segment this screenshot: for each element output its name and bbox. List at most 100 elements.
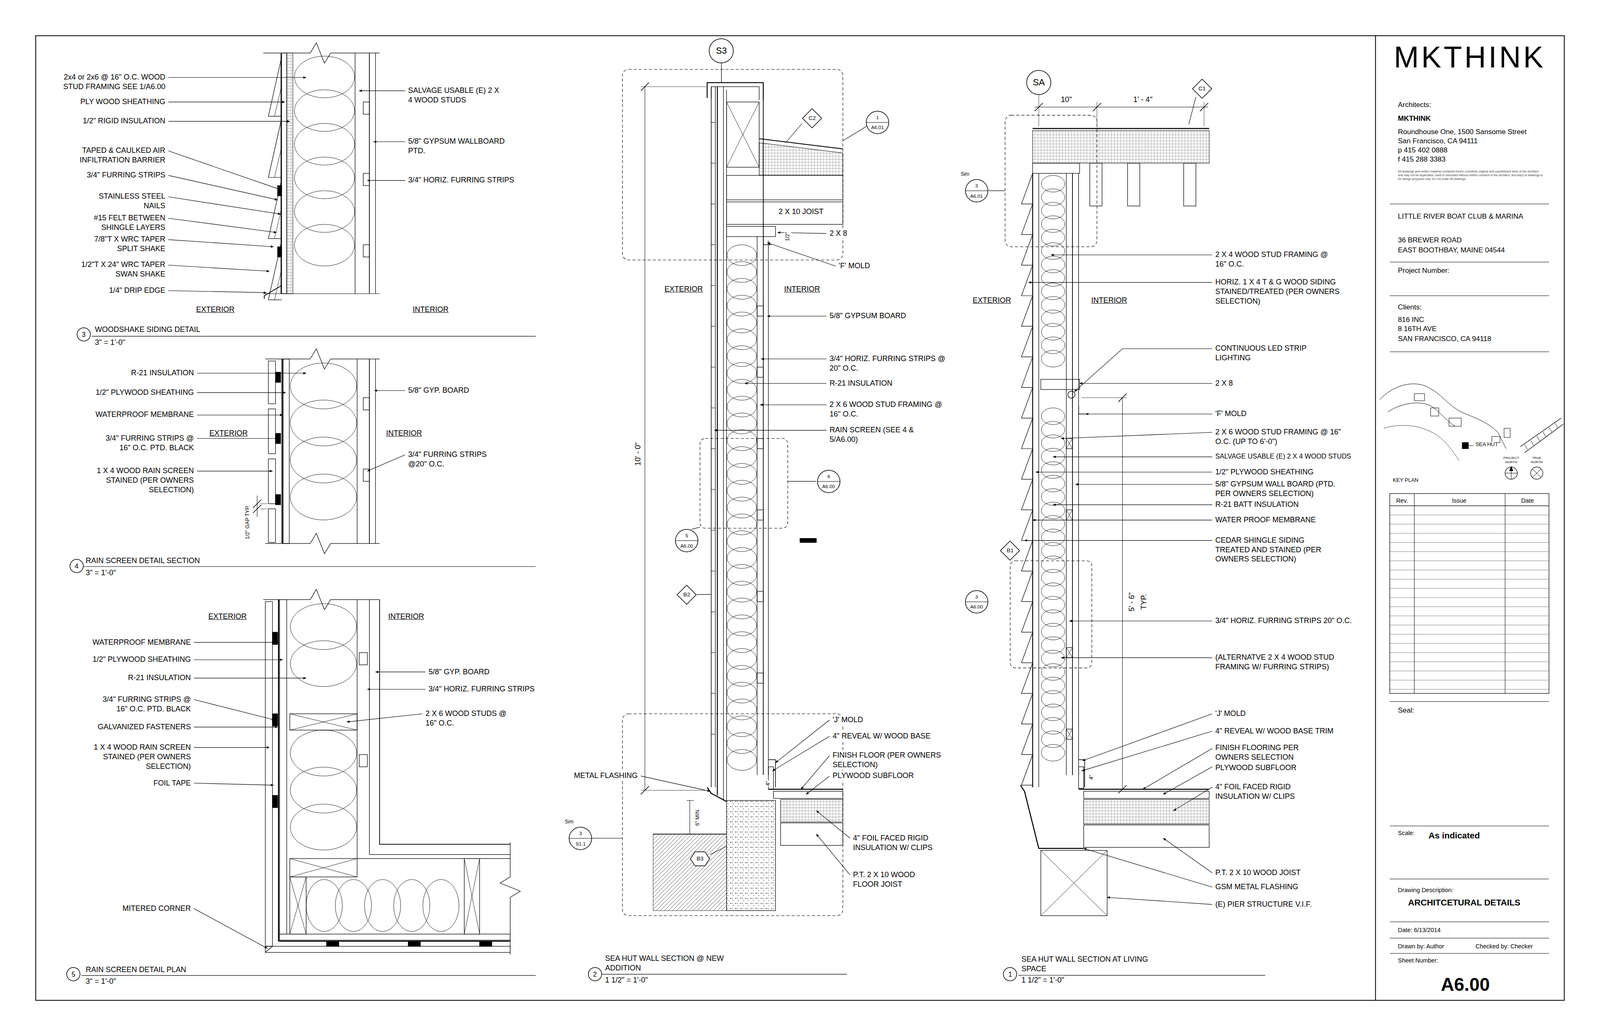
leader-line <box>1142 748 1213 790</box>
annotation-label: EXTERIOR <box>664 284 703 295</box>
drawing-line <box>715 86 716 788</box>
insulation-batt <box>1041 515 1065 533</box>
detail-number-circle: 2 <box>587 967 603 982</box>
drawing-line <box>711 530 716 531</box>
drawing-line <box>355 52 356 294</box>
callout-text: A6.00 <box>965 602 989 612</box>
annotation-label: TAPED & CAULKED AIR INFILTRATION BARRIER <box>71 145 165 165</box>
drawing-line <box>723 86 724 801</box>
callout-text: Sim <box>564 819 574 825</box>
annotation-label: Sheet Number: <box>1397 957 1439 965</box>
callout-outline <box>817 470 841 494</box>
callout-shape <box>66 967 80 982</box>
blocking-rect <box>1040 850 1108 917</box>
drawing-line <box>602 974 848 975</box>
drawing-line <box>1390 652 1550 653</box>
leader-line <box>193 678 306 679</box>
leader-line <box>168 175 278 200</box>
insulation-batt <box>1041 435 1065 452</box>
callout-text: B1 <box>1000 540 1020 561</box>
annotation-label: 3/4" FURRING STRIPS @20" O.C. <box>408 450 507 470</box>
insulation-batt <box>727 278 757 300</box>
insulation-batt <box>294 123 355 165</box>
leader-line <box>761 358 827 360</box>
leader-line <box>714 430 827 431</box>
leader-line <box>168 101 285 103</box>
drawing-line <box>1520 418 1562 448</box>
annotation-label: R-21 INSULATION <box>127 673 191 683</box>
detail-tag-diamond: B2 <box>676 585 697 605</box>
drawing-line <box>1390 701 1550 703</box>
annotation-label: #15 FELT BETWEEN SHINGLE LAYERS <box>79 213 166 233</box>
annotation-label: 2 X 6 WOOD STUD FRAMING @ 16" O.C. (UP T… <box>1215 427 1343 447</box>
annotation-label: 1/2" PLYWOOD SHEATHING <box>1215 467 1314 478</box>
north-arrow <box>1509 466 1514 472</box>
drawing-rect <box>275 372 281 383</box>
annotation-label: TRUE NORTH <box>1527 456 1546 465</box>
rain-screen-board <box>268 361 276 405</box>
drawing-line <box>268 240 282 300</box>
annotation-label: 5/8" GYP. BOARD <box>428 667 490 678</box>
insulation-batt <box>727 530 757 552</box>
drawing-line <box>83 566 536 568</box>
drawing-line <box>257 495 258 518</box>
callout-text: 3 <box>568 828 593 839</box>
callout-outline <box>675 529 699 553</box>
insulation-batt <box>294 190 355 233</box>
insulation-batt <box>1041 229 1065 246</box>
insulation-batt <box>294 224 355 267</box>
drawing-line <box>691 527 700 530</box>
drawing-line <box>717 86 718 796</box>
insulation-batt <box>727 430 757 451</box>
drawing-line <box>379 600 510 845</box>
drawing-line <box>260 508 268 510</box>
callout-text: SA <box>1026 70 1052 95</box>
drawing-rect <box>757 367 764 378</box>
joist <box>726 202 843 225</box>
leader-line <box>168 239 274 247</box>
drawing-line <box>290 858 358 878</box>
leader-line <box>1163 767 1213 795</box>
annotation-label: 4" FOIL FACED RIGID INSULATION W/ CLIPS <box>852 833 951 853</box>
leader-line <box>640 776 711 792</box>
annotation-label: 3/4" FURRING STRIPS @ 16" O.C. PTD. BLAC… <box>92 695 191 715</box>
drawing-line <box>500 842 521 955</box>
annotation-label: 1/2" PLYWOOD SHEATHING <box>92 655 191 665</box>
drawing-line <box>1021 265 1033 296</box>
leader-line <box>367 455 406 472</box>
annotation-label: Checked by: Checker <box>1475 942 1533 951</box>
drawing-line <box>1390 922 1550 923</box>
drawing-line <box>842 126 867 141</box>
rafter <box>1183 163 1196 207</box>
drawing-line <box>1375 35 1376 1001</box>
drawing-line <box>1021 632 1033 663</box>
drawing-line <box>1021 755 1033 786</box>
drawing-line <box>1390 542 1550 543</box>
annotation-label: P.T. 2 X 10 WOOD JOIST <box>1215 868 1301 878</box>
plywood-sheathing <box>279 934 510 941</box>
drawing-line <box>369 359 370 544</box>
insulation-batt <box>290 730 357 777</box>
insulation-batt <box>1041 202 1065 220</box>
section-marker-circle: 5A6.00 <box>675 529 699 553</box>
drawing-line <box>290 858 358 878</box>
drawing-line <box>711 652 716 653</box>
insulation-batt <box>727 648 757 670</box>
insulation-batt <box>727 312 757 333</box>
drawing-line <box>1081 397 1127 398</box>
section-bubble: S3 <box>708 38 734 64</box>
insulation-batt <box>1041 310 1065 327</box>
drawing-line <box>726 102 760 168</box>
insulation-batt <box>727 329 757 350</box>
callout-shape <box>817 470 840 493</box>
callout-shape <box>588 967 602 982</box>
annotation-label: EXTERIOR <box>209 428 248 439</box>
drawing-rect <box>363 173 370 186</box>
revision-table <box>1390 493 1550 694</box>
leader-line <box>367 180 406 181</box>
annotation-label: SALVAGE USABLE (E) 2 X 4 WOOD STUDS <box>408 85 500 105</box>
drawing-line <box>1021 693 1033 725</box>
annotation-label: 3/4" HORIZ. FURRING STRIPS @ 20" O.C. <box>829 354 950 374</box>
drawing-line <box>1468 445 1474 446</box>
callout-text: A6.01 <box>965 191 989 201</box>
